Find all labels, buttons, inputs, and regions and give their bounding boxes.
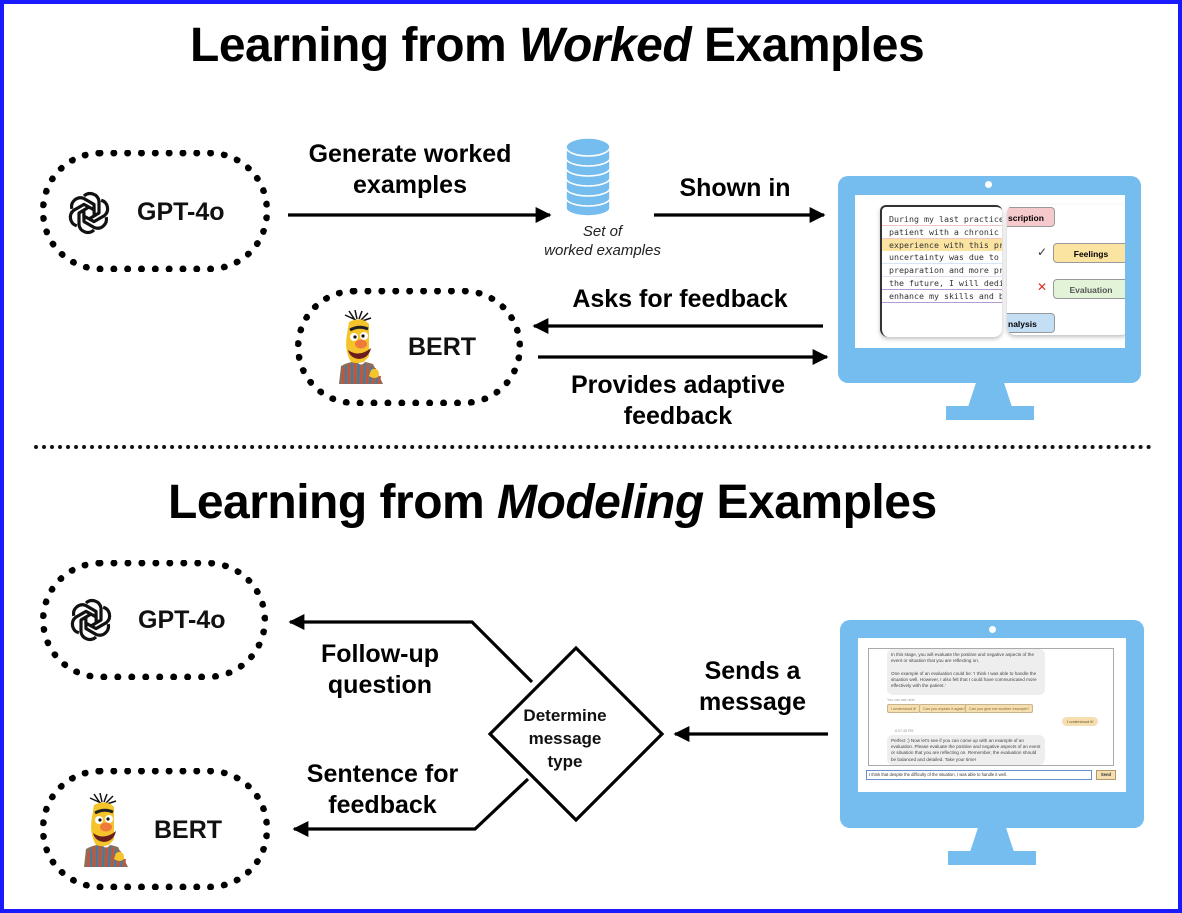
gpt-node-top-label: GPT-4o (137, 198, 225, 226)
essay-line: preparation and more practic (882, 264, 1002, 277)
user-message: I understood it! (1062, 717, 1099, 726)
generate-label-line1: Generate worked (308, 140, 512, 168)
sentence-line2: feedback (328, 791, 437, 819)
generate-label-line2: examples (353, 171, 467, 199)
generate-label: Generate worked examples (290, 139, 530, 201)
sentence-line1: Sentence for (306, 760, 459, 788)
provides-feedback-label: Provides adaptive feedback (530, 370, 826, 432)
provides-feedback-line2: feedback (623, 402, 733, 430)
monitor-top-base (946, 406, 1034, 420)
sends-message-label: Sends a message (680, 656, 825, 718)
gpt-node-bottom (40, 560, 268, 680)
asks-feedback-label: Asks for feedback (572, 285, 788, 313)
sends-line1: Sends a (704, 657, 801, 685)
essay-line: patient with a chronic wound (882, 226, 1002, 239)
provides-feedback-line1: Provides adaptive (571, 371, 785, 399)
monitor-top-stand (968, 383, 1012, 407)
top-title-prefix: Learning from (190, 19, 520, 72)
tag-evaluation[interactable]: Evaluation (1053, 279, 1125, 299)
openai-logo-icon (70, 598, 112, 642)
monitor-bottom-camera (989, 626, 996, 633)
arrow-decision-to-bert (292, 777, 530, 837)
database-caption-line2: worked examples (544, 242, 661, 259)
bert-node-bottom-label: BERT (154, 816, 223, 844)
essay-line: During my last practice sess (882, 213, 1002, 226)
worked-example-screen: During my last practice sess patient wit… (855, 195, 1125, 348)
gpt-node-top (40, 150, 270, 272)
decision-line3: type (547, 752, 583, 771)
arrow-decision-to-gpt (288, 614, 534, 684)
essay-panel: During my last practice sess patient wit… (880, 205, 1002, 337)
suggest-label: You can ask next: (887, 698, 916, 702)
shown-in-label: Shown in (679, 174, 791, 202)
gpt-node-bottom-label: GPT-4o (138, 606, 226, 634)
decision-text: Determine message type (510, 704, 620, 773)
bot-message-2: Perfect :) Now let's see if you can come… (887, 735, 1045, 765)
bottom-title-prefix: Learning from (168, 476, 498, 529)
top-title-emphasis: Worked (519, 19, 692, 72)
bottom-title: Learning from Modeling Examples (168, 475, 937, 530)
sentence-feedback-label: Sentence for feedback (285, 759, 480, 821)
cross-icon: ✕ (1037, 280, 1048, 294)
monitor-top-camera (985, 181, 992, 188)
essay-line: the future, I will dedicate (882, 277, 1002, 290)
bot-message-1: In this stage, you will evaluate the pos… (887, 649, 1045, 695)
bot-message-time: 8:07:48 PM (895, 729, 914, 733)
bert-character-icon (335, 309, 389, 389)
database-caption-line1: Set of (582, 223, 623, 240)
sends-line2: message (698, 688, 807, 716)
chat-message-input[interactable]: I think that despite the difficulty of t… (866, 770, 1092, 780)
reflection-tags-panel: scription ✓ Feelings ✕ Evaluation nalysi… (1007, 205, 1125, 335)
tag-description[interactable]: scription (1007, 207, 1055, 227)
monitor-bottom-base (948, 851, 1036, 865)
decision-line2: message (528, 729, 602, 748)
check-icon: ✓ (1037, 245, 1048, 259)
bert-node-top (295, 288, 523, 406)
database-icon (565, 137, 611, 217)
section-divider (34, 445, 1152, 449)
send-button[interactable]: Send (1096, 770, 1116, 780)
follow-up-line2: question (327, 671, 433, 699)
top-title-suffix: Examples (691, 19, 925, 72)
bert-node-bottom (40, 768, 270, 890)
tag-analysis[interactable]: nalysis (1007, 313, 1055, 333)
bert-node-top-label: BERT (408, 333, 477, 361)
chat-screen: In this stage, you will evaluate the pos… (858, 638, 1126, 792)
essay-line: uncertainty was due to lack (882, 251, 1002, 264)
follow-up-line1: Follow-up (320, 640, 440, 668)
chat-history[interactable]: In this stage, you will evaluate the pos… (868, 648, 1114, 766)
bert-character-icon (80, 792, 134, 872)
essay-line-highlighted: experience with this procedu (882, 239, 1002, 251)
decision-line1: Determine (523, 706, 607, 725)
chip-another-example[interactable]: Can you give me another example? (965, 704, 1033, 713)
bottom-title-suffix: Examples (703, 476, 938, 529)
decision-diamond (487, 645, 665, 823)
monitor-bottom-stand (970, 828, 1014, 852)
top-title: Learning from Worked Examples (190, 18, 925, 73)
openai-logo-icon (68, 191, 110, 235)
essay-line: enhance my skills and boost (882, 290, 1002, 303)
database-caption: Set of worked examples (525, 222, 680, 260)
tag-feelings[interactable]: Feelings (1053, 243, 1125, 263)
bottom-title-emphasis: Modeling (497, 476, 704, 529)
follow-up-label: Follow-up question (290, 639, 470, 701)
